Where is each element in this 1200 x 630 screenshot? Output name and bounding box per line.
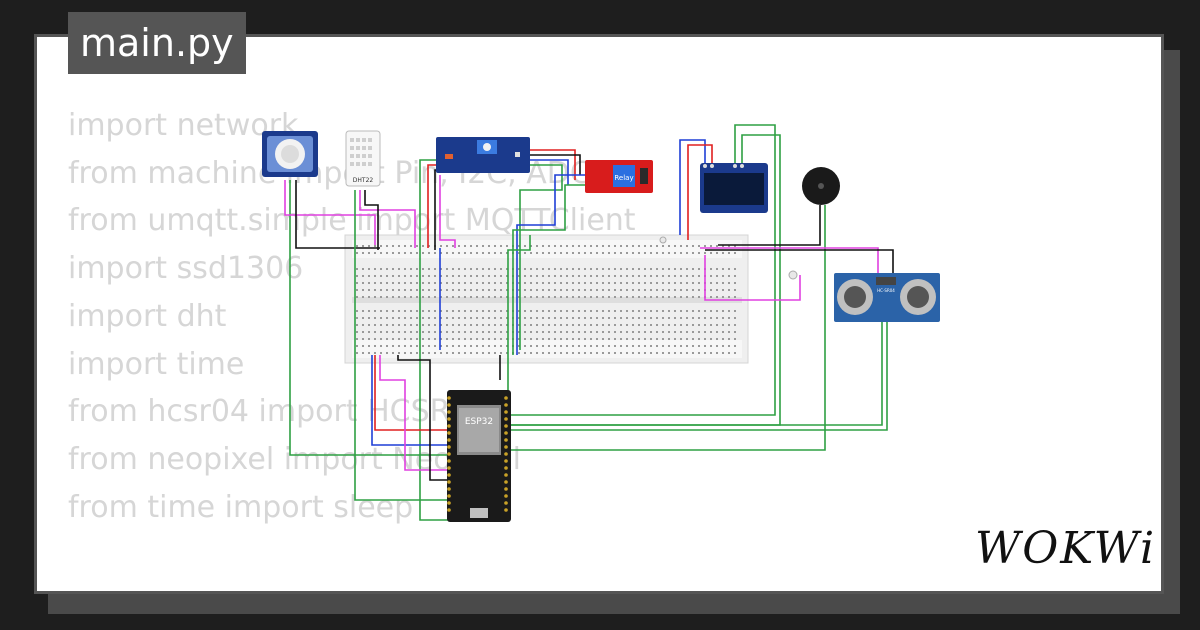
- hcsr04-label: HC-SR04: [877, 288, 895, 293]
- wires: [284, 124, 894, 521]
- esp32-pins: [447, 396, 508, 512]
- code-line: import dht: [68, 298, 227, 334]
- dht22-label: DHT22: [353, 177, 374, 184]
- led[interactable]: [788, 270, 798, 280]
- relay-module[interactable]: Relay: [585, 160, 653, 193]
- led-2[interactable]: [659, 236, 667, 244]
- esp32-label: ESP32: [465, 417, 493, 427]
- code-line: from time import sleep: [68, 489, 414, 525]
- relay-label: Relay: [614, 174, 633, 182]
- esp32-board[interactable]: ESP32: [447, 390, 511, 522]
- buzzer[interactable]: [802, 167, 840, 205]
- code-line: from umqtt.simple import MQTTClient: [68, 203, 636, 239]
- hcsr04-sensor[interactable]: HC-SR04: [834, 273, 940, 322]
- dht22-sensor[interactable]: DHT22: [345, 130, 381, 187]
- breadboard-holes: [356, 245, 736, 354]
- file-title[interactable]: main.py: [68, 12, 246, 74]
- pir-sensor[interactable]: [262, 131, 318, 177]
- wokwi-logo: WOKWi: [975, 523, 1157, 574]
- sensor-module[interactable]: [436, 137, 530, 173]
- code-line: import ssd1306: [68, 251, 304, 287]
- breadboard: [344, 234, 749, 364]
- oled-display[interactable]: [700, 163, 768, 213]
- code-line: import time: [68, 346, 245, 382]
